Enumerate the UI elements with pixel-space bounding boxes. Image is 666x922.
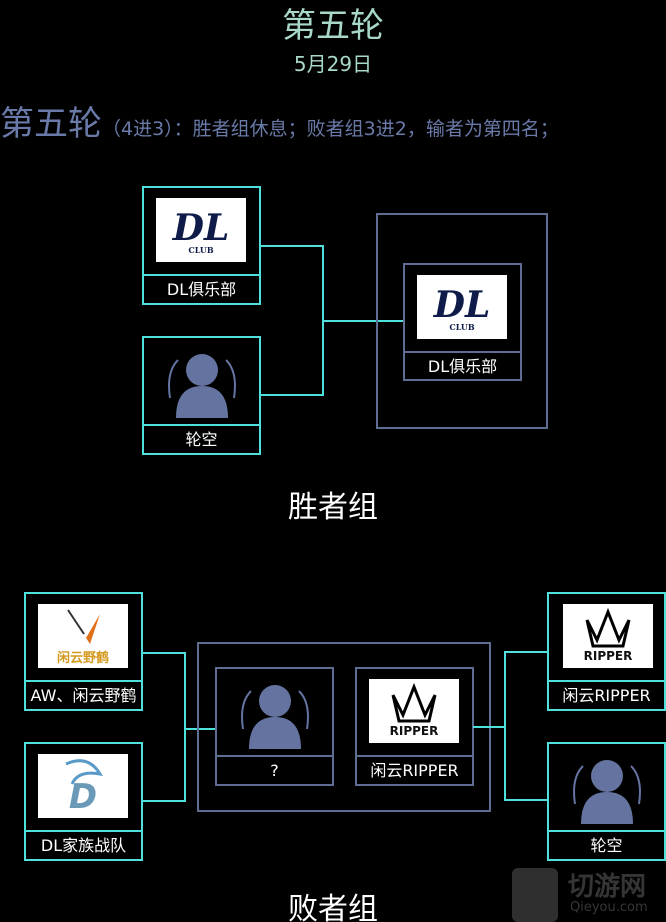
svg-text:DL: DL [172, 207, 230, 249]
losers-group-label: 败者组 [288, 892, 378, 922]
team-card[interactable]: RIPPER 闲云RIPPER [355, 667, 474, 786]
svg-text:DL: DL [433, 284, 491, 326]
winners-group-label: 胜者组 [288, 490, 378, 525]
winners-result-box [376, 213, 548, 429]
watermark-logo-icon [512, 868, 558, 922]
round-name: 第五轮 [0, 104, 102, 144]
team-card[interactable]: ? [215, 667, 334, 786]
team-name: 闲云RIPPER [370, 761, 459, 780]
team-card[interactable]: 轮空 [142, 336, 261, 455]
round-description: 第五轮（4进3）：胜者组休息；败者组3进2，输者为第四名； [0, 96, 559, 145]
svg-text:CLUB: CLUB [188, 245, 214, 255]
watermark: 切游网 Qieyou.com [512, 864, 662, 922]
svg-text:CLUB: CLUB [449, 322, 475, 332]
team-name: ? [270, 761, 279, 780]
date: 5月29日 [293, 52, 373, 76]
user-placeholder-icon [241, 685, 309, 749]
team-name: 闲云RIPPER [562, 686, 651, 705]
team-card[interactable]: RIPPER 闲云RIPPER [547, 592, 666, 711]
user-placeholder-icon [573, 760, 641, 824]
team-card[interactable]: 闲云野鹤 AW、闲云野鹤 [24, 592, 143, 711]
user-placeholder-icon [168, 354, 236, 418]
svg-text:RIPPER: RIPPER [584, 649, 633, 663]
page-title: 第五轮 [282, 6, 384, 46]
xyyh-logo: 闲云野鹤 [38, 604, 128, 668]
team-name: 轮空 [185, 430, 218, 449]
team-name: 轮空 [590, 836, 623, 855]
svg-text:RIPPER: RIPPER [390, 724, 439, 738]
team-name: DL俱乐部 [427, 357, 498, 376]
team-name: DL家族战队 [40, 836, 127, 855]
round-rules: （4进3）：胜者组休息；败者组3进2，输者为第四名； [102, 118, 559, 140]
svg-text:D: D [69, 777, 97, 817]
team-name: DL俱乐部 [166, 280, 237, 299]
team-card[interactable]: 轮空 [547, 742, 666, 861]
ripper-logo: RIPPER [369, 679, 459, 743]
ripper-logo: RIPPER [563, 604, 653, 668]
team-card[interactable]: D DL家族战队 [24, 742, 143, 861]
svg-text:闲云野鹤: 闲云野鹤 [57, 650, 109, 666]
team-name: AW、闲云野鹤 [30, 686, 137, 705]
dl-family-logo: D [38, 754, 128, 818]
